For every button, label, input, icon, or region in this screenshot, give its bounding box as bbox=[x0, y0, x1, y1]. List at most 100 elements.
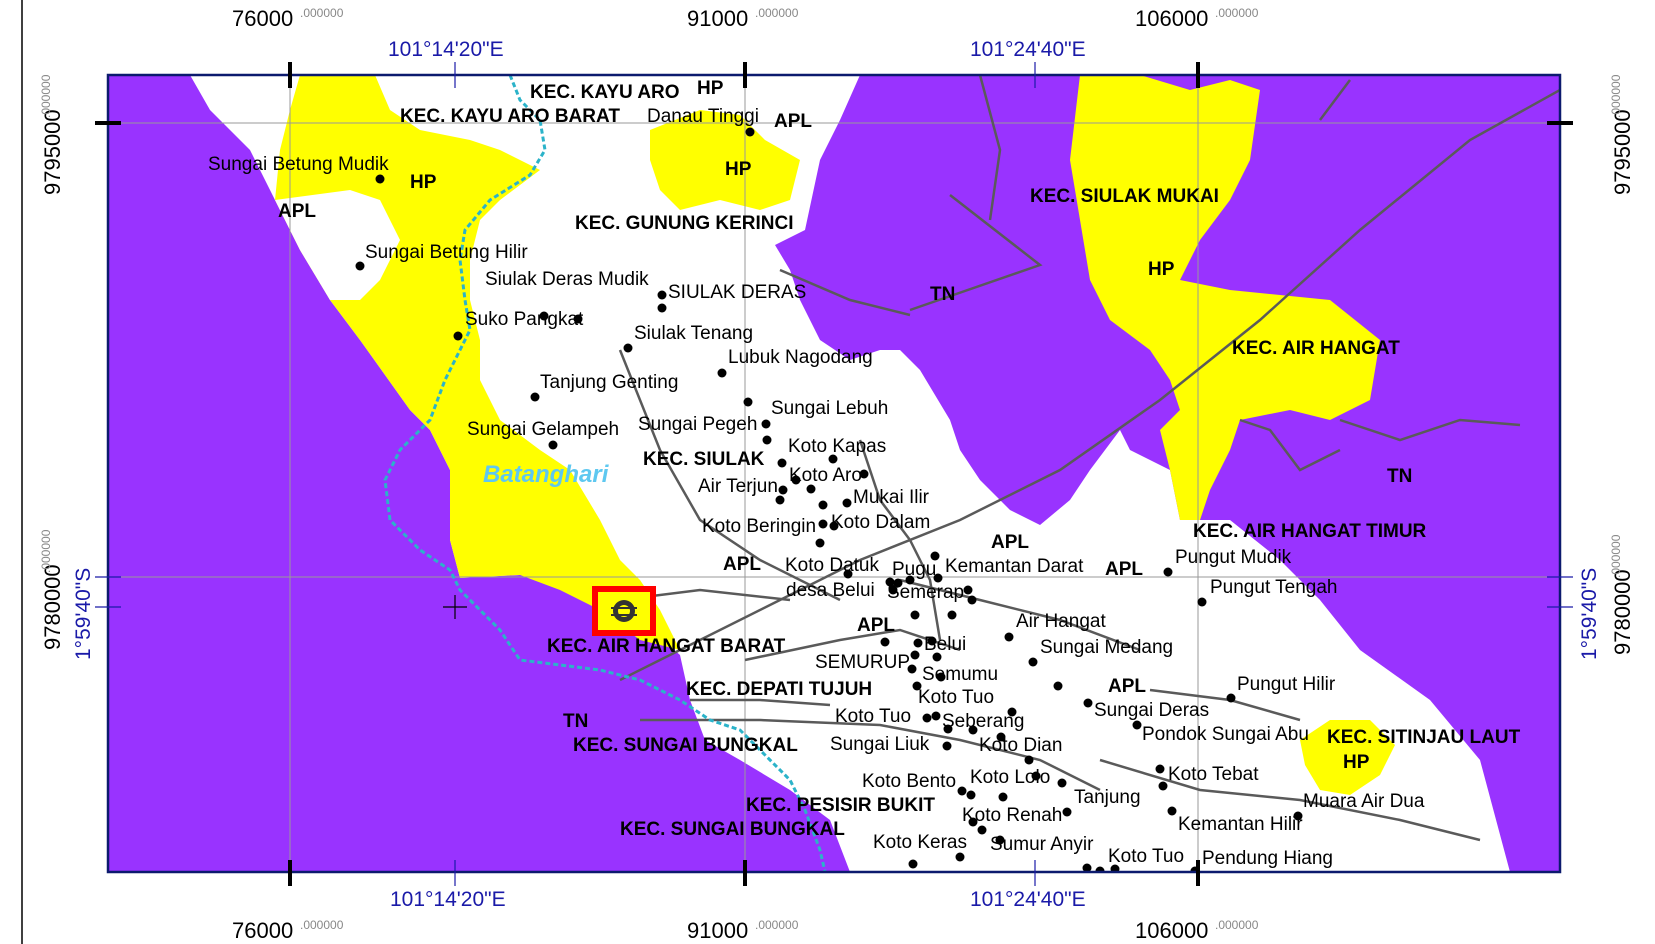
right-northing-2-decimals: .000000 bbox=[1609, 534, 1623, 578]
district-kayu-aro: KEC. KAYU ARO bbox=[530, 82, 680, 103]
highlight-box[interactable] bbox=[592, 586, 656, 636]
zone-hp-2: HP bbox=[725, 159, 752, 180]
apl-cutout-northwest bbox=[275, 190, 400, 300]
bottom-easting-1: 76000 bbox=[232, 918, 293, 943]
top-easting-1: 76000 bbox=[232, 6, 293, 31]
village-pugu: Pugu bbox=[892, 559, 936, 580]
right-northing-1: 9795000 bbox=[1610, 109, 1635, 195]
zone-hp-1: HP bbox=[697, 78, 724, 99]
village-desa-belui: desa Belui bbox=[786, 580, 875, 601]
village-koto-tuo-3: Koto Tuo bbox=[1108, 846, 1184, 867]
village-koto-tebat: Koto Tebat bbox=[1168, 764, 1259, 785]
top-longitude-1: 101°14'20"E bbox=[388, 38, 504, 61]
village-sungai-liuk: Sungai Liuk bbox=[830, 734, 930, 755]
top-easting-2: 91000 bbox=[687, 6, 748, 31]
left-latitude: 1°59'40"S bbox=[72, 568, 95, 660]
grid-lines bbox=[108, 75, 1560, 872]
village-sungai-medang: Sungai Medang bbox=[1040, 637, 1173, 658]
village-koto-aro: Koto Aro bbox=[789, 465, 862, 486]
district-siulak: KEC. SIULAK bbox=[643, 449, 765, 470]
village-lubuk-nagodang: Lubuk Nagodang bbox=[728, 347, 873, 368]
hp-zone-danau bbox=[650, 110, 800, 210]
right-latitude: 1°59'40"S bbox=[1578, 568, 1601, 660]
river-label: Batanghari bbox=[483, 461, 610, 488]
village-koto-beringin: Koto Beringin bbox=[702, 516, 816, 537]
village-semumu: Semumu bbox=[922, 664, 998, 685]
village-sungai-gelampeh: Sungai Gelampeh bbox=[467, 419, 619, 440]
map-frame bbox=[106, 73, 1562, 874]
village-siulak-tenang: Siulak Tenang bbox=[634, 323, 753, 344]
village-kemantan-darat: Kemantan Darat bbox=[945, 556, 1084, 577]
district-kayu-aro-barat: KEC. KAYU ARO BARAT bbox=[400, 106, 620, 127]
district-sungai-bungkal-1: KEC. SUNGAI BUNGKAL bbox=[573, 735, 798, 756]
right-northing-2: 9780000 bbox=[1610, 569, 1635, 655]
bottom-easting-1-decimals: .000000 bbox=[300, 918, 344, 932]
village-sungai-betung-mudik: Sungai Betung Mudik bbox=[208, 154, 389, 175]
village-tanjung-genting: Tanjung Genting bbox=[540, 372, 678, 393]
hp-zone-siulak-mukai bbox=[1070, 75, 1380, 520]
bottom-longitude-2: 101°24'40"E bbox=[970, 888, 1086, 911]
village-sungai-deras: Sungai Deras bbox=[1094, 700, 1209, 721]
village-koto-bento: Koto Bento bbox=[862, 771, 956, 792]
village-air-hangat: Air Hangat bbox=[1016, 611, 1106, 632]
zone-apl-3: APL bbox=[723, 554, 761, 575]
village-seberang: Seberang bbox=[942, 711, 1024, 732]
village-koto-dian: Koto Dian bbox=[979, 735, 1062, 756]
district-labels: KEC. KAYU ARO KEC. KAYU ARO BARAT KEC. G… bbox=[400, 82, 1521, 840]
top-longitude: 101°14'20"E 101°24'40"E bbox=[388, 38, 1086, 61]
left-coords: 9795000 .000000 9780000 .000000 1°59'40"… bbox=[39, 74, 95, 660]
district-sungai-bungkal-2: KEC. SUNGAI BUNGKAL bbox=[620, 819, 845, 840]
district-air-hangat-timur: KEC. AIR HANGAT TIMUR bbox=[1193, 521, 1427, 542]
village-koto-keras: Koto Keras bbox=[873, 832, 967, 853]
village-pendung-hiang: Pendung Hiang bbox=[1202, 848, 1333, 869]
bottom-easting-3: 106000 bbox=[1135, 918, 1208, 943]
district-siulak-mukai: KEC. SIULAK MUKAI bbox=[1030, 186, 1219, 207]
village-belui: Belui bbox=[924, 634, 966, 655]
village-koto-lolo: Koto Lolo bbox=[970, 767, 1050, 788]
village-siulak-deras-mudik: Siulak Deras Mudik bbox=[485, 269, 649, 290]
village-pungut-tengah: Pungut Tengah bbox=[1210, 577, 1338, 598]
right-northing-1-decimals: .000000 bbox=[1609, 74, 1623, 118]
top-easting-2-decimals: .000000 bbox=[755, 6, 799, 20]
village-tanjung: Tanjung bbox=[1074, 787, 1141, 808]
village-kemantan-hilir: Kemantan Hilir bbox=[1178, 814, 1303, 835]
zone-apl-2: APL bbox=[278, 201, 316, 222]
district-air-hangat: KEC. AIR HANGAT bbox=[1232, 338, 1400, 359]
map-area[interactable]: KEC. KAYU ARO KEC. KAYU ARO BARAT KEC. G… bbox=[108, 75, 1560, 876]
emblem-icon bbox=[611, 600, 637, 622]
tn-forest-west bbox=[108, 75, 850, 872]
village-sungai-pegeh: Sungai Pegeh bbox=[638, 414, 757, 435]
zone-tn-1: TN bbox=[930, 284, 955, 305]
village-air-terjun: Air Terjun bbox=[698, 476, 778, 497]
top-longitude-2: 101°24'40"E bbox=[970, 38, 1086, 61]
zone-hp-4: HP bbox=[1148, 259, 1175, 280]
apl-cutout-small bbox=[1060, 510, 1150, 620]
village-muara-air-dua: Muara Air Dua bbox=[1303, 791, 1425, 812]
left-northing-1-decimals: .000000 bbox=[39, 74, 53, 118]
tn-forest-northeast bbox=[775, 75, 1560, 872]
village-danau-tinggi: Danau Tinggi bbox=[647, 106, 759, 127]
hp-zone-sitinjau bbox=[1300, 720, 1395, 795]
top-easting-3: 106000 bbox=[1135, 6, 1208, 31]
village-siulak-deras: SIULAK DERAS bbox=[668, 282, 806, 303]
bottom-easting-2-decimals: .000000 bbox=[755, 918, 799, 932]
village-semurup: SEMURUP bbox=[815, 652, 910, 673]
village-sungai-betung-hilir: Sungai Betung Hilir bbox=[365, 242, 528, 263]
district-air-hangat-barat: KEC. AIR HANGAT BARAT bbox=[547, 636, 786, 657]
frame-ticks bbox=[95, 62, 1573, 886]
bottom-easting: 76000 .000000 91000 .000000 106000 .0000… bbox=[232, 918, 1259, 943]
zone-tn-3: TN bbox=[563, 711, 588, 732]
district-depati-tujuh: KEC. DEPATI TUJUH bbox=[686, 679, 872, 700]
top-easting: 76000 .000000 91000 .000000 106000 .0000… bbox=[232, 6, 1259, 31]
village-koto-dalam: Koto Dalam bbox=[831, 512, 930, 533]
frame-ticks-thin bbox=[95, 62, 1573, 886]
village-sumur-anyir: Sumur Anyir bbox=[990, 834, 1094, 855]
crosshair-icon bbox=[443, 595, 467, 619]
village-mukai-ilir: Mukai Ilir bbox=[853, 487, 930, 508]
zone-tn-2: TN bbox=[1387, 466, 1412, 487]
village-semerap: Semerap bbox=[887, 582, 964, 603]
zone-apl-6: APL bbox=[857, 615, 895, 636]
right-coords: 9795000 .000000 9780000 .000000 1°59'40"… bbox=[1578, 74, 1635, 660]
village-koto-renah: Koto Renah bbox=[962, 805, 1062, 826]
